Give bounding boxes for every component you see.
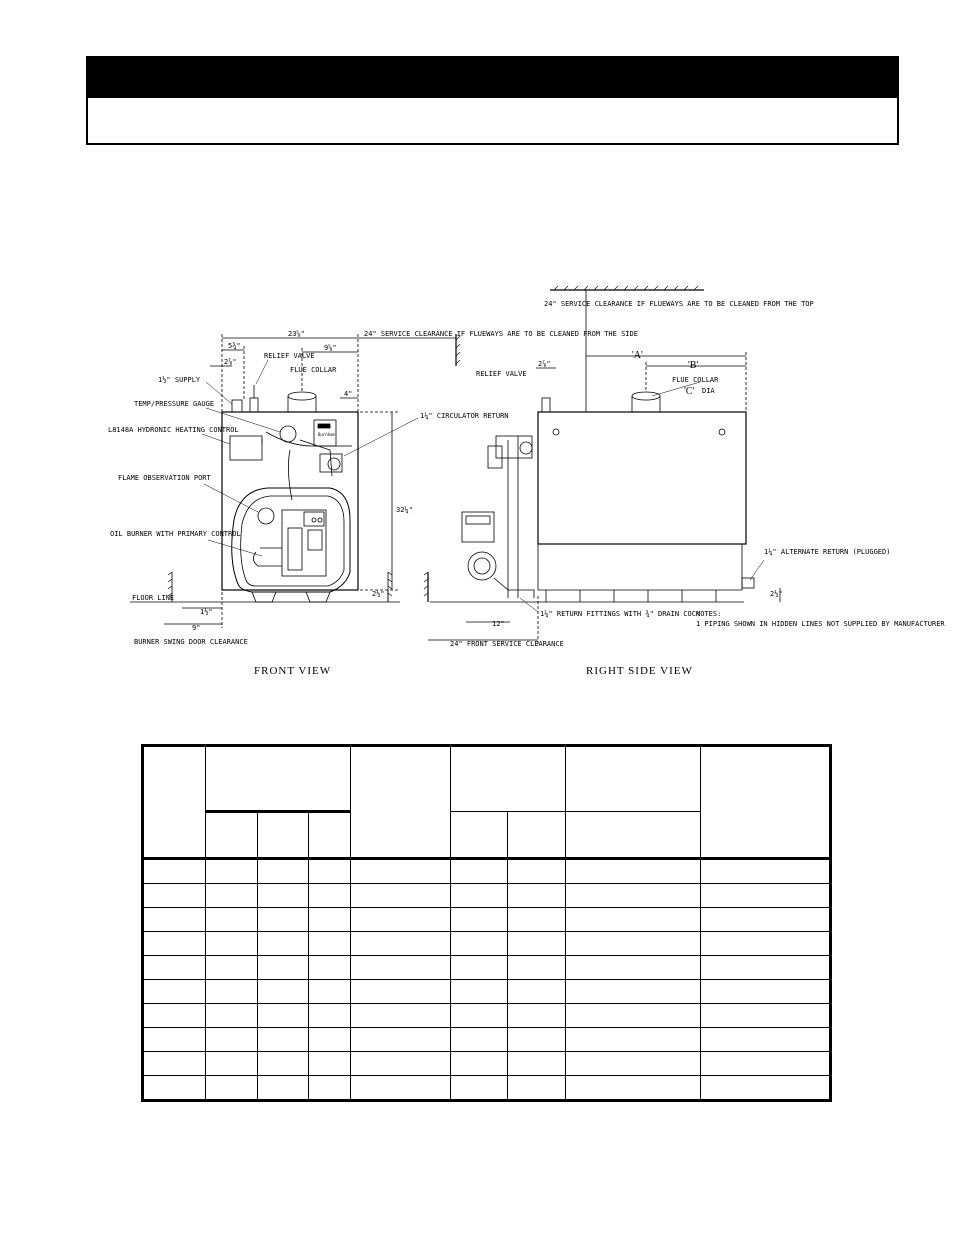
front-view-title: FRONT VIEW [254, 665, 331, 677]
label-side-flue-collar: FLUE COLLAR [672, 376, 719, 384]
header-cell [565, 745, 701, 812]
table-row [142, 857, 831, 884]
header-box [86, 98, 899, 145]
table-row [142, 907, 831, 932]
dim-a: 'A' [632, 350, 643, 361]
label-note-1: 1 PIPING SHOWN IN HIDDEN LINES NOT SUPPL… [696, 620, 945, 628]
front-view: 23⅝" 5¾" 2⅞" 9⅝" 4" 32¼" 2½" 1½" 9" 1½" … [108, 330, 638, 677]
table-row [142, 931, 831, 956]
dim-d3: 9⅝" [324, 344, 337, 352]
table-header-row [142, 745, 831, 859]
header-bar [86, 56, 899, 98]
label-alt-return: 1¼" ALTERNATE RETURN (PLUGGED) [764, 548, 890, 556]
dimensions-table [141, 744, 832, 1102]
label-burner-swing: BURNER SWING DOOR CLEARANCE [134, 638, 248, 646]
dim-c: 'C' [684, 386, 694, 397]
header-cell [565, 811, 701, 859]
header-cell [308, 811, 351, 859]
dim-swing-offset: 1½" [200, 608, 213, 616]
header-cell [700, 745, 831, 859]
label-service-top: 24" SERVICE CLEARANCE IF FLUEWAYS ARE TO… [544, 300, 814, 308]
label-dia: DIA [702, 387, 715, 395]
table-row [142, 1075, 831, 1101]
label-flue-collar: FLUE COLLAR [290, 366, 337, 374]
dim-overall-width: 23⅝" [288, 330, 305, 338]
dim-12: 12" [492, 620, 505, 628]
label-oil-burner: OIL BURNER WITH PRIMARY CONTROL [110, 530, 241, 538]
label-floor-line: FLOOR LINE [132, 594, 174, 602]
table-row [142, 883, 831, 908]
label-brand: Burnham [318, 432, 335, 437]
header-cell [257, 811, 309, 859]
boiler-dimension-drawing: 23⅝" 5¾" 2⅞" 9⅝" 4" 32¼" 2½" 1½" 9" 1½" … [108, 285, 945, 677]
header-cell [450, 745, 566, 812]
dim-b: 'B' [688, 360, 698, 371]
dim-d4: 4" [344, 390, 352, 398]
dim-d1: 5¾" [228, 342, 241, 350]
table-row [142, 1051, 831, 1076]
side-view: 24" SERVICE CLEARANCE IF FLUEWAYS ARE TO… [423, 285, 945, 677]
table-row [142, 1003, 831, 1028]
table-row [142, 979, 831, 1004]
header-cell [350, 745, 451, 859]
header-cell [450, 811, 508, 859]
table-subheader-row [143, 811, 831, 859]
label-flame-port: FLAME OBSERVATION PORT [118, 474, 212, 482]
label-temp-gauge: TEMP/PRESSURE GAUGE [134, 400, 214, 408]
label-hydronic-control: L8148A HYDRONIC HEATING CONTROL [108, 426, 239, 434]
dim-side-base: 2½" [770, 590, 783, 598]
label-return-fittings: 1¼" RETURN FITTINGS WITH ¾" DRAIN COCK [540, 610, 701, 618]
dim-base: 2½" [372, 590, 385, 598]
table-row [142, 1027, 831, 1052]
header-cell [507, 811, 566, 859]
dim-side-d1: 2⅞" [538, 360, 551, 368]
label-notes: NOTES: [696, 610, 721, 618]
label-front-service: 24" FRONT SERVICE CLEARANCE [450, 640, 564, 648]
label-circulator-return: 1¼" CIRCULATOR RETURN [420, 412, 509, 420]
dim-height: 32¼" [396, 506, 413, 514]
label-relief-valve: RELIEF VALVE [264, 352, 315, 360]
header-cell [205, 811, 258, 859]
label-service-side: 24" SERVICE CLEARANCE IF FLUEWAYS ARE TO… [364, 330, 638, 338]
table-row [142, 955, 831, 980]
header-cell [205, 745, 351, 813]
header-cell [142, 745, 206, 859]
label-side-relief-valve: RELIEF VALVE [476, 370, 527, 378]
dim-d2: 2⅞" [224, 358, 237, 366]
label-supply: 1½" SUPPLY [158, 376, 201, 384]
side-view-title: RIGHT SIDE VIEW [586, 665, 693, 677]
dim-swing-width: 9" [192, 624, 200, 632]
